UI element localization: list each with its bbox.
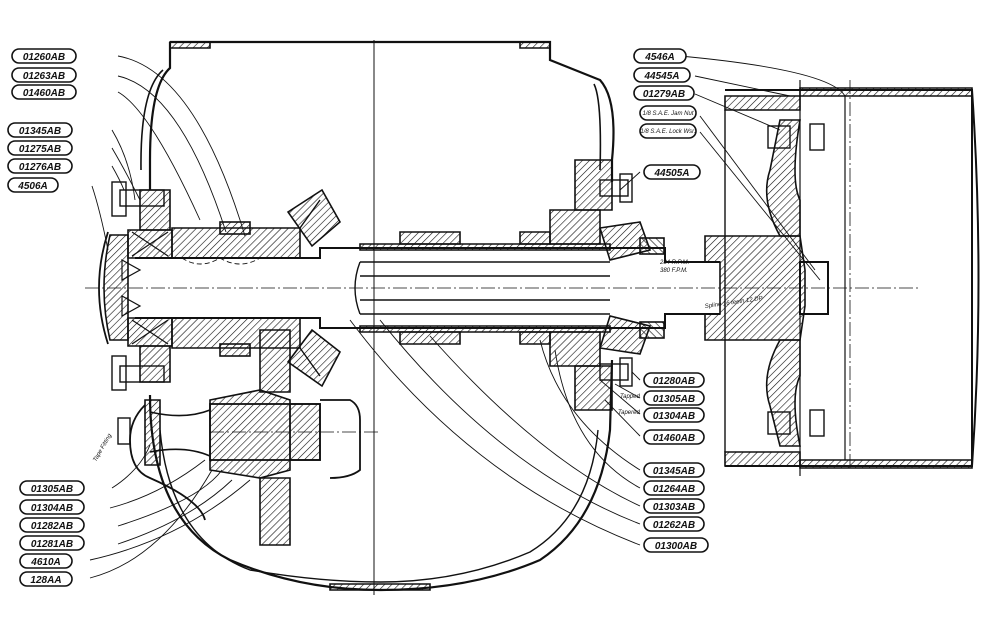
- svg-text:01305AB: 01305AB: [653, 394, 695, 405]
- svg-text:01304AB: 01304AB: [653, 411, 695, 422]
- part-label: 01264AB: [643, 480, 705, 496]
- svg-text:4546A: 4546A: [644, 52, 674, 63]
- svg-text:01282AB: 01282AB: [31, 521, 73, 532]
- svg-text:01262AB: 01262AB: [653, 520, 695, 531]
- part-label: 01300AB: [643, 537, 709, 553]
- part-label: 128AA: [19, 571, 73, 587]
- svg-text:44505A: 44505A: [653, 168, 689, 179]
- part-label: 4546A: [633, 48, 687, 64]
- right-bearing-assembly: [549, 159, 665, 411]
- svg-text:284 R.P.M.: 284 R.P.M.: [659, 260, 689, 266]
- svg-text:1/8 S.A.E. Lock Wsr.: 1/8 S.A.E. Lock Wsr.: [640, 129, 695, 135]
- svg-text:01260AB: 01260AB: [23, 52, 65, 63]
- part-label: 01262AB: [643, 516, 705, 532]
- part-label: 01276AB: [7, 158, 73, 174]
- right-label-column: 4546A 44545A 01279AB 1/8 S.A.E. Jam Nut …: [633, 48, 709, 553]
- part-label: 01279AB: [633, 85, 695, 101]
- part-label: 01304AB: [19, 499, 85, 515]
- part-label: 01305AB: [643, 390, 705, 406]
- svg-text:44545A: 44545A: [643, 71, 679, 82]
- svg-text:01345AB: 01345AB: [19, 126, 61, 137]
- svg-text:01275AB: 01275AB: [19, 144, 61, 155]
- part-label: 4610A: [19, 553, 73, 569]
- svg-text:01300AB: 01300AB: [655, 541, 697, 552]
- svg-text:1/8 S.A.E. Jam Nut: 1/8 S.A.E. Jam Nut: [642, 111, 693, 117]
- svg-text:01276AB: 01276AB: [19, 162, 61, 173]
- part-label: 01460AB: [11, 84, 77, 100]
- svg-text:01279AB: 01279AB: [643, 89, 685, 100]
- part-label: 01275AB: [7, 140, 73, 156]
- part-label: 01460AB: [643, 429, 705, 445]
- svg-text:01263AB: 01263AB: [23, 71, 65, 82]
- svg-text:Tapered: Tapered: [618, 410, 640, 416]
- left-label-column: 01260AB 01263AB 01460AB 01345AB 01275AB …: [7, 48, 85, 587]
- part-label: 01281AB: [19, 535, 85, 551]
- svg-text:01264AB: 01264AB: [653, 484, 695, 495]
- svg-text:Tapped: Tapped: [620, 394, 640, 400]
- part-label: 44545A: [633, 67, 691, 83]
- svg-text:128AA: 128AA: [30, 575, 61, 586]
- part-label: 01345AB: [7, 122, 73, 138]
- part-label: 4506A: [7, 177, 59, 193]
- svg-text:01345AB: 01345AB: [653, 466, 695, 477]
- leader-lines: [89, 55, 846, 579]
- small-note: 1/8 S.A.E. Jam Nut: [639, 105, 697, 121]
- part-label: 01260AB: [11, 48, 77, 64]
- housing: [129, 40, 615, 592]
- part-label: 01305AB: [19, 480, 85, 496]
- small-note: 1/8 S.A.E. Lock Wsr.: [639, 123, 697, 139]
- part-label: 01345AB: [643, 462, 705, 478]
- svg-text:380 F.P.M.: 380 F.P.M.: [660, 268, 688, 274]
- svg-text:4506A: 4506A: [17, 181, 47, 192]
- svg-text:01303AB: 01303AB: [653, 502, 695, 513]
- svg-text:01280AB: 01280AB: [653, 376, 695, 387]
- part-label: 01303AB: [643, 498, 705, 514]
- part-label: 01304AB: [643, 407, 705, 423]
- left-bearing-assembly: [98, 181, 173, 391]
- bevel-gear: [171, 188, 342, 388]
- svg-text:4610A: 4610A: [30, 557, 60, 568]
- part-label: 44505A: [643, 164, 701, 180]
- svg-text:01460AB: 01460AB: [23, 88, 65, 99]
- part-label: 01280AB: [643, 372, 705, 388]
- svg-text:01460AB: 01460AB: [653, 433, 695, 444]
- svg-text:01304AB: 01304AB: [31, 503, 73, 514]
- svg-text:Tape Fitting: Tape Fitting: [93, 432, 114, 463]
- wheel-hub: [704, 80, 980, 476]
- svg-text:01281AB: 01281AB: [31, 539, 73, 550]
- part-label: 01263AB: [11, 67, 77, 83]
- part-label: 01282AB: [19, 517, 85, 533]
- svg-text:01305AB: 01305AB: [31, 484, 73, 495]
